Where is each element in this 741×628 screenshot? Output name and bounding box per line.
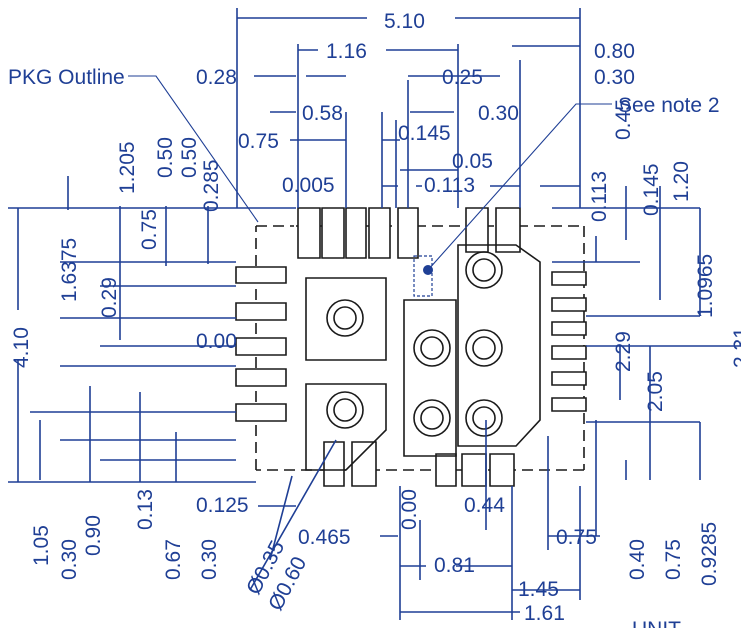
top-pins [297,207,521,259]
dim-0-28: 0.28 [196,66,237,89]
dim-0-75-left: 0.75 [138,209,161,250]
note-2-marker [413,103,612,297]
dim-2-31: 2.31 [730,327,741,368]
pkg-outline-leader [128,75,259,223]
right-pins [551,271,587,412]
pkg-outline-label: PKG Outline [8,66,125,89]
dim-0-30-b1: 0.30 [58,539,81,580]
dim-0-113-v: 0.113 [588,171,611,222]
dim-0-25: 0.25 [442,66,483,89]
dim-5-10: 5.10 [384,10,425,33]
dim-0-005: 0.005 [282,174,335,197]
dim-0-44: 0.44 [464,494,505,517]
dim-0-9285: 0.9285 [698,522,721,586]
dim-4-10: 4.10 [10,327,33,368]
dim-1-6375: 1.6375 [58,238,81,302]
dim-0-00-h: 0.00 [196,330,237,353]
dim-0-29: 0.29 [98,277,121,318]
dim-0-30-tr: 0.30 [594,66,635,89]
left-pins [235,266,287,422]
dim-0-113-h: 0.113 [424,174,475,197]
dim-1-45: 1.45 [518,578,559,601]
dim-1-20: 1.20 [670,161,693,202]
dim-0-125: 0.125 [196,494,249,517]
dim-0-58: 0.58 [302,102,343,125]
dimension-lines [8,8,741,620]
dim-0-465: 0.465 [298,526,351,549]
thermal-vias [326,251,503,437]
dim-0-67: 0.67 [162,539,185,580]
dim-1-61: 1.61 [524,602,565,625]
dimension-labels: PKG Outline See note 2 UNIT 5.10 1.16 0.… [8,10,741,628]
dim-0-30-mid: 0.30 [478,102,519,125]
dim-1-205: 1.205 [116,141,139,194]
dim-0-285: 0.285 [200,159,223,212]
dim-0-90: 0.90 [82,515,105,556]
unit-label: UNIT [632,618,681,628]
dim-1-05: 1.05 [30,525,53,566]
dim-0-13: 0.13 [134,489,157,530]
dim-0-30-b2: 0.30 [198,539,221,580]
exposed-pads [305,244,541,471]
dim-0-00-v: 0.00 [398,489,421,530]
dim-0-75-top: 0.75 [238,130,279,153]
dim-0-75-right: 0.75 [662,539,685,580]
see-note-label: See note 2 [618,94,720,117]
dim-1-16: 1.16 [326,40,367,63]
dim-1-0965: 1.0965 [694,254,717,318]
dim-0-75-bottom: 0.75 [556,526,597,549]
dim-0-81: 0.81 [434,554,475,577]
dim-0-50-a: 0.50 [154,137,177,178]
bottom-pins [323,441,515,487]
dim-0-145-top: 0.145 [398,122,451,145]
dim-0-145-v: 0.145 [640,163,663,216]
dim-2-29: 2.29 [612,331,635,372]
dim-2-05: 2.05 [644,371,667,412]
dim-0-40: 0.40 [626,539,649,580]
dim-0-50-b: 0.50 [178,137,201,178]
dim-0-45: 0.45 [612,99,635,140]
dim-0-80: 0.80 [594,40,635,63]
dim-0-05: 0.05 [452,150,493,173]
